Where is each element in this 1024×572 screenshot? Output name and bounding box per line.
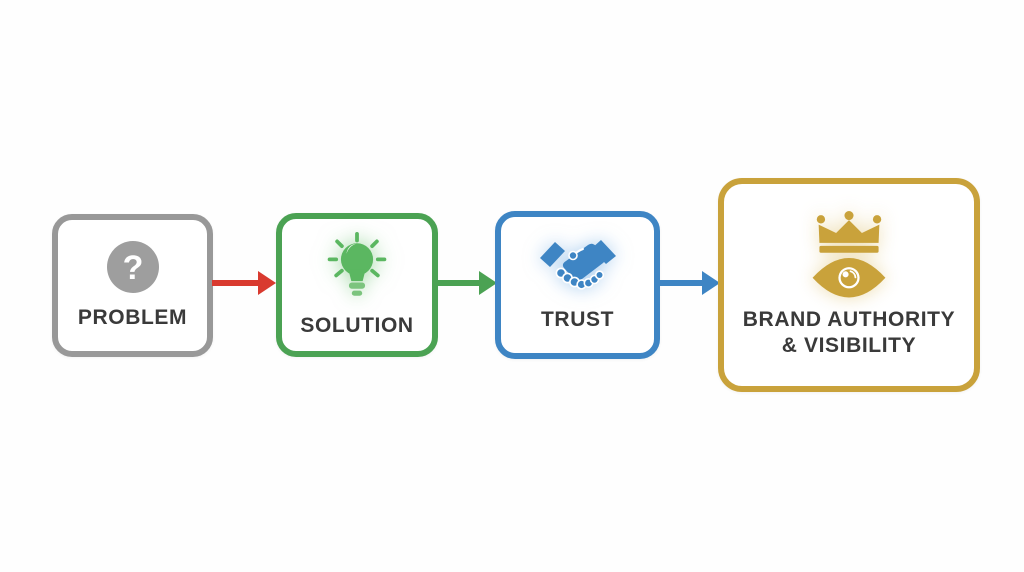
arrow-trust-to-brand — [659, 271, 720, 295]
step-label-problem: PROBLEM — [77, 305, 188, 329]
brand-label-line1: BRAND AUTHORITY — [742, 308, 956, 332]
arrow-problem-to-solution — [212, 271, 276, 295]
crown-eye-icon — [812, 211, 886, 298]
step-label-trust: TRUST — [541, 308, 614, 332]
svg-text:?: ? — [122, 249, 143, 287]
question-mark-icon: ? — [106, 240, 159, 293]
brand-label-line2: & VISIBILITY — [781, 334, 917, 357]
handshake-icon — [539, 240, 616, 290]
step-label-solution: SOLUTION — [300, 314, 414, 338]
lightbulb-icon — [327, 232, 387, 296]
step-label-brand-authority: BRAND AUTHORITY & VISIBILITY — [743, 307, 955, 358]
step-box-solution: SOLUTION — [276, 213, 438, 357]
arrow-solution-to-trust — [437, 271, 497, 295]
step-box-problem: ? PROBLEM — [52, 214, 213, 357]
step-box-trust: TRUST — [495, 211, 660, 359]
step-box-brand-authority: BRAND AUTHORITY & VISIBILITY — [718, 178, 980, 392]
